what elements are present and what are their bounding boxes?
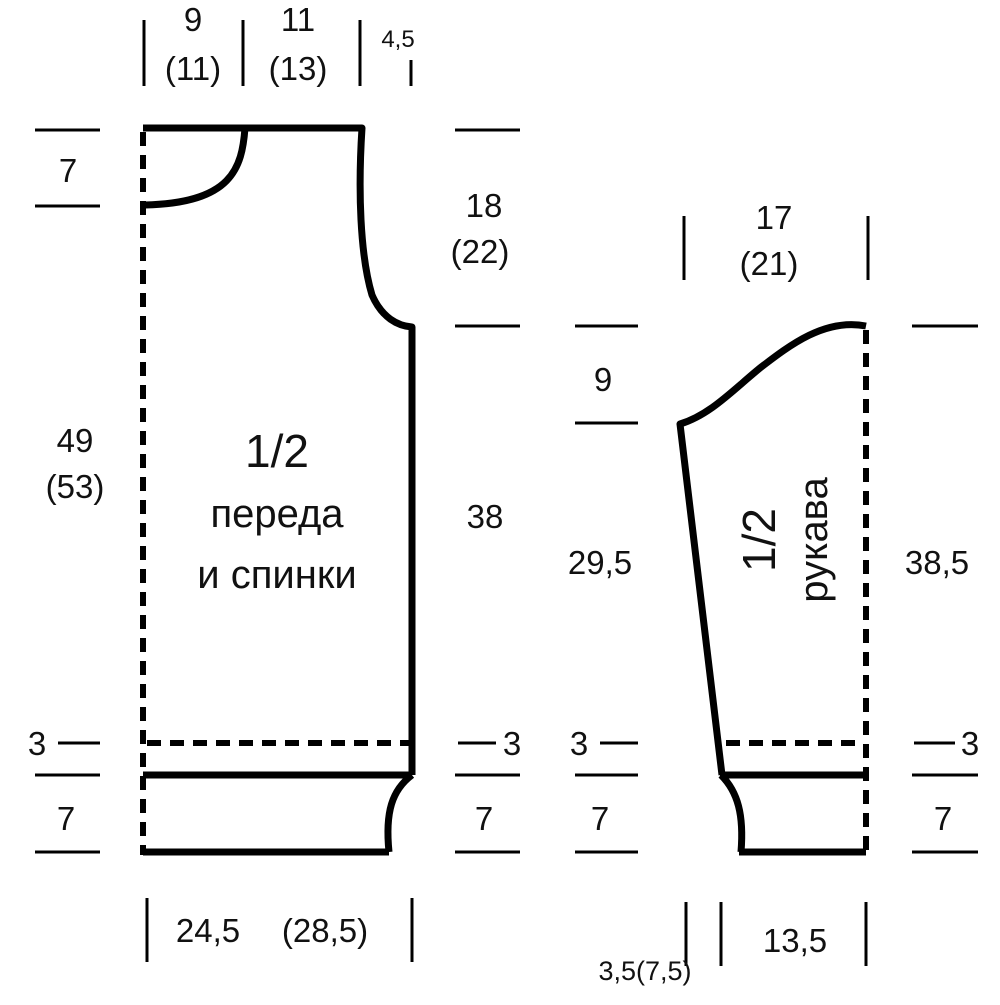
sleeve-left-height: 29,5 <box>568 544 632 581</box>
sleeve-bottom-width: 13,5 <box>763 922 827 959</box>
sleeve-right-height: 38,5 <box>905 544 969 581</box>
neck-depth: 7 <box>59 152 77 189</box>
rib-right: 7 <box>475 800 493 837</box>
sleeve-outline <box>676 321 867 776</box>
body-label-fraction: 1/2 <box>245 425 309 477</box>
sleeve-left-ticks <box>575 324 638 854</box>
sleeve-top-ticks <box>682 216 870 280</box>
sleeve-hem-band-left: 3 <box>570 725 588 762</box>
body-piece: 1/2 переда и спинки 9 (11) 11 (13) 4,5 7… <box>28 1 521 962</box>
sleeve-top-width-alt: (21) <box>740 245 799 282</box>
body-neckline <box>141 124 249 209</box>
body-left-ticks <box>35 128 100 854</box>
sleeve-label-word: рукава <box>792 477 836 603</box>
sleeve-hem-band-right: 3 <box>961 725 979 762</box>
hem-band-left: 3 <box>28 725 46 762</box>
top-shoulder-width-alt: (13) <box>269 50 328 87</box>
sleeve-rib-left: 7 <box>591 800 609 837</box>
body-bottom-ticks <box>145 898 414 962</box>
sleeve-bottom-ticks <box>684 902 868 966</box>
side-height: 38 <box>467 498 504 535</box>
sleeve-rib-right: 7 <box>934 800 952 837</box>
hem-band-right: 3 <box>503 725 521 762</box>
bottom-width-alt: (28,5) <box>282 912 368 949</box>
total-height: 49 <box>57 422 94 459</box>
body-outline <box>143 124 416 775</box>
top-shoulder-width: 11 <box>281 1 315 38</box>
sleeve-right-ticks <box>912 324 978 854</box>
top-neck-width: 9 <box>184 1 202 38</box>
rib-left: 7 <box>57 800 75 837</box>
sleeve-label-fraction: 1/2 <box>733 508 785 572</box>
sleeve-label-group: 1/2 рукава <box>733 477 836 603</box>
body-right-ticks <box>455 128 520 854</box>
body-label-line2: переда <box>210 492 344 536</box>
armhole-height-alt: (22) <box>451 233 510 270</box>
sleeve-bottom-offset: 3,5(7,5) <box>598 956 691 986</box>
sleeve-top-width: 17 <box>756 199 793 236</box>
top-armhole-width: 4,5 <box>381 26 414 53</box>
body-rib-side <box>384 772 415 853</box>
body-label-line3: и спинки <box>197 553 356 597</box>
sleeve-rib-side <box>718 772 746 853</box>
total-height-alt: (53) <box>46 468 105 505</box>
sleeve-piece: 1/2 рукава 17 (21) 9 29,5 3 7 38,5 <box>568 199 979 986</box>
top-neck-width-alt: (11) <box>165 50 221 87</box>
sleeve-cap-height: 9 <box>594 361 612 398</box>
armhole-height: 18 <box>466 187 503 224</box>
bottom-width: 24,5 <box>176 912 240 949</box>
body-top-ticks <box>142 20 413 86</box>
